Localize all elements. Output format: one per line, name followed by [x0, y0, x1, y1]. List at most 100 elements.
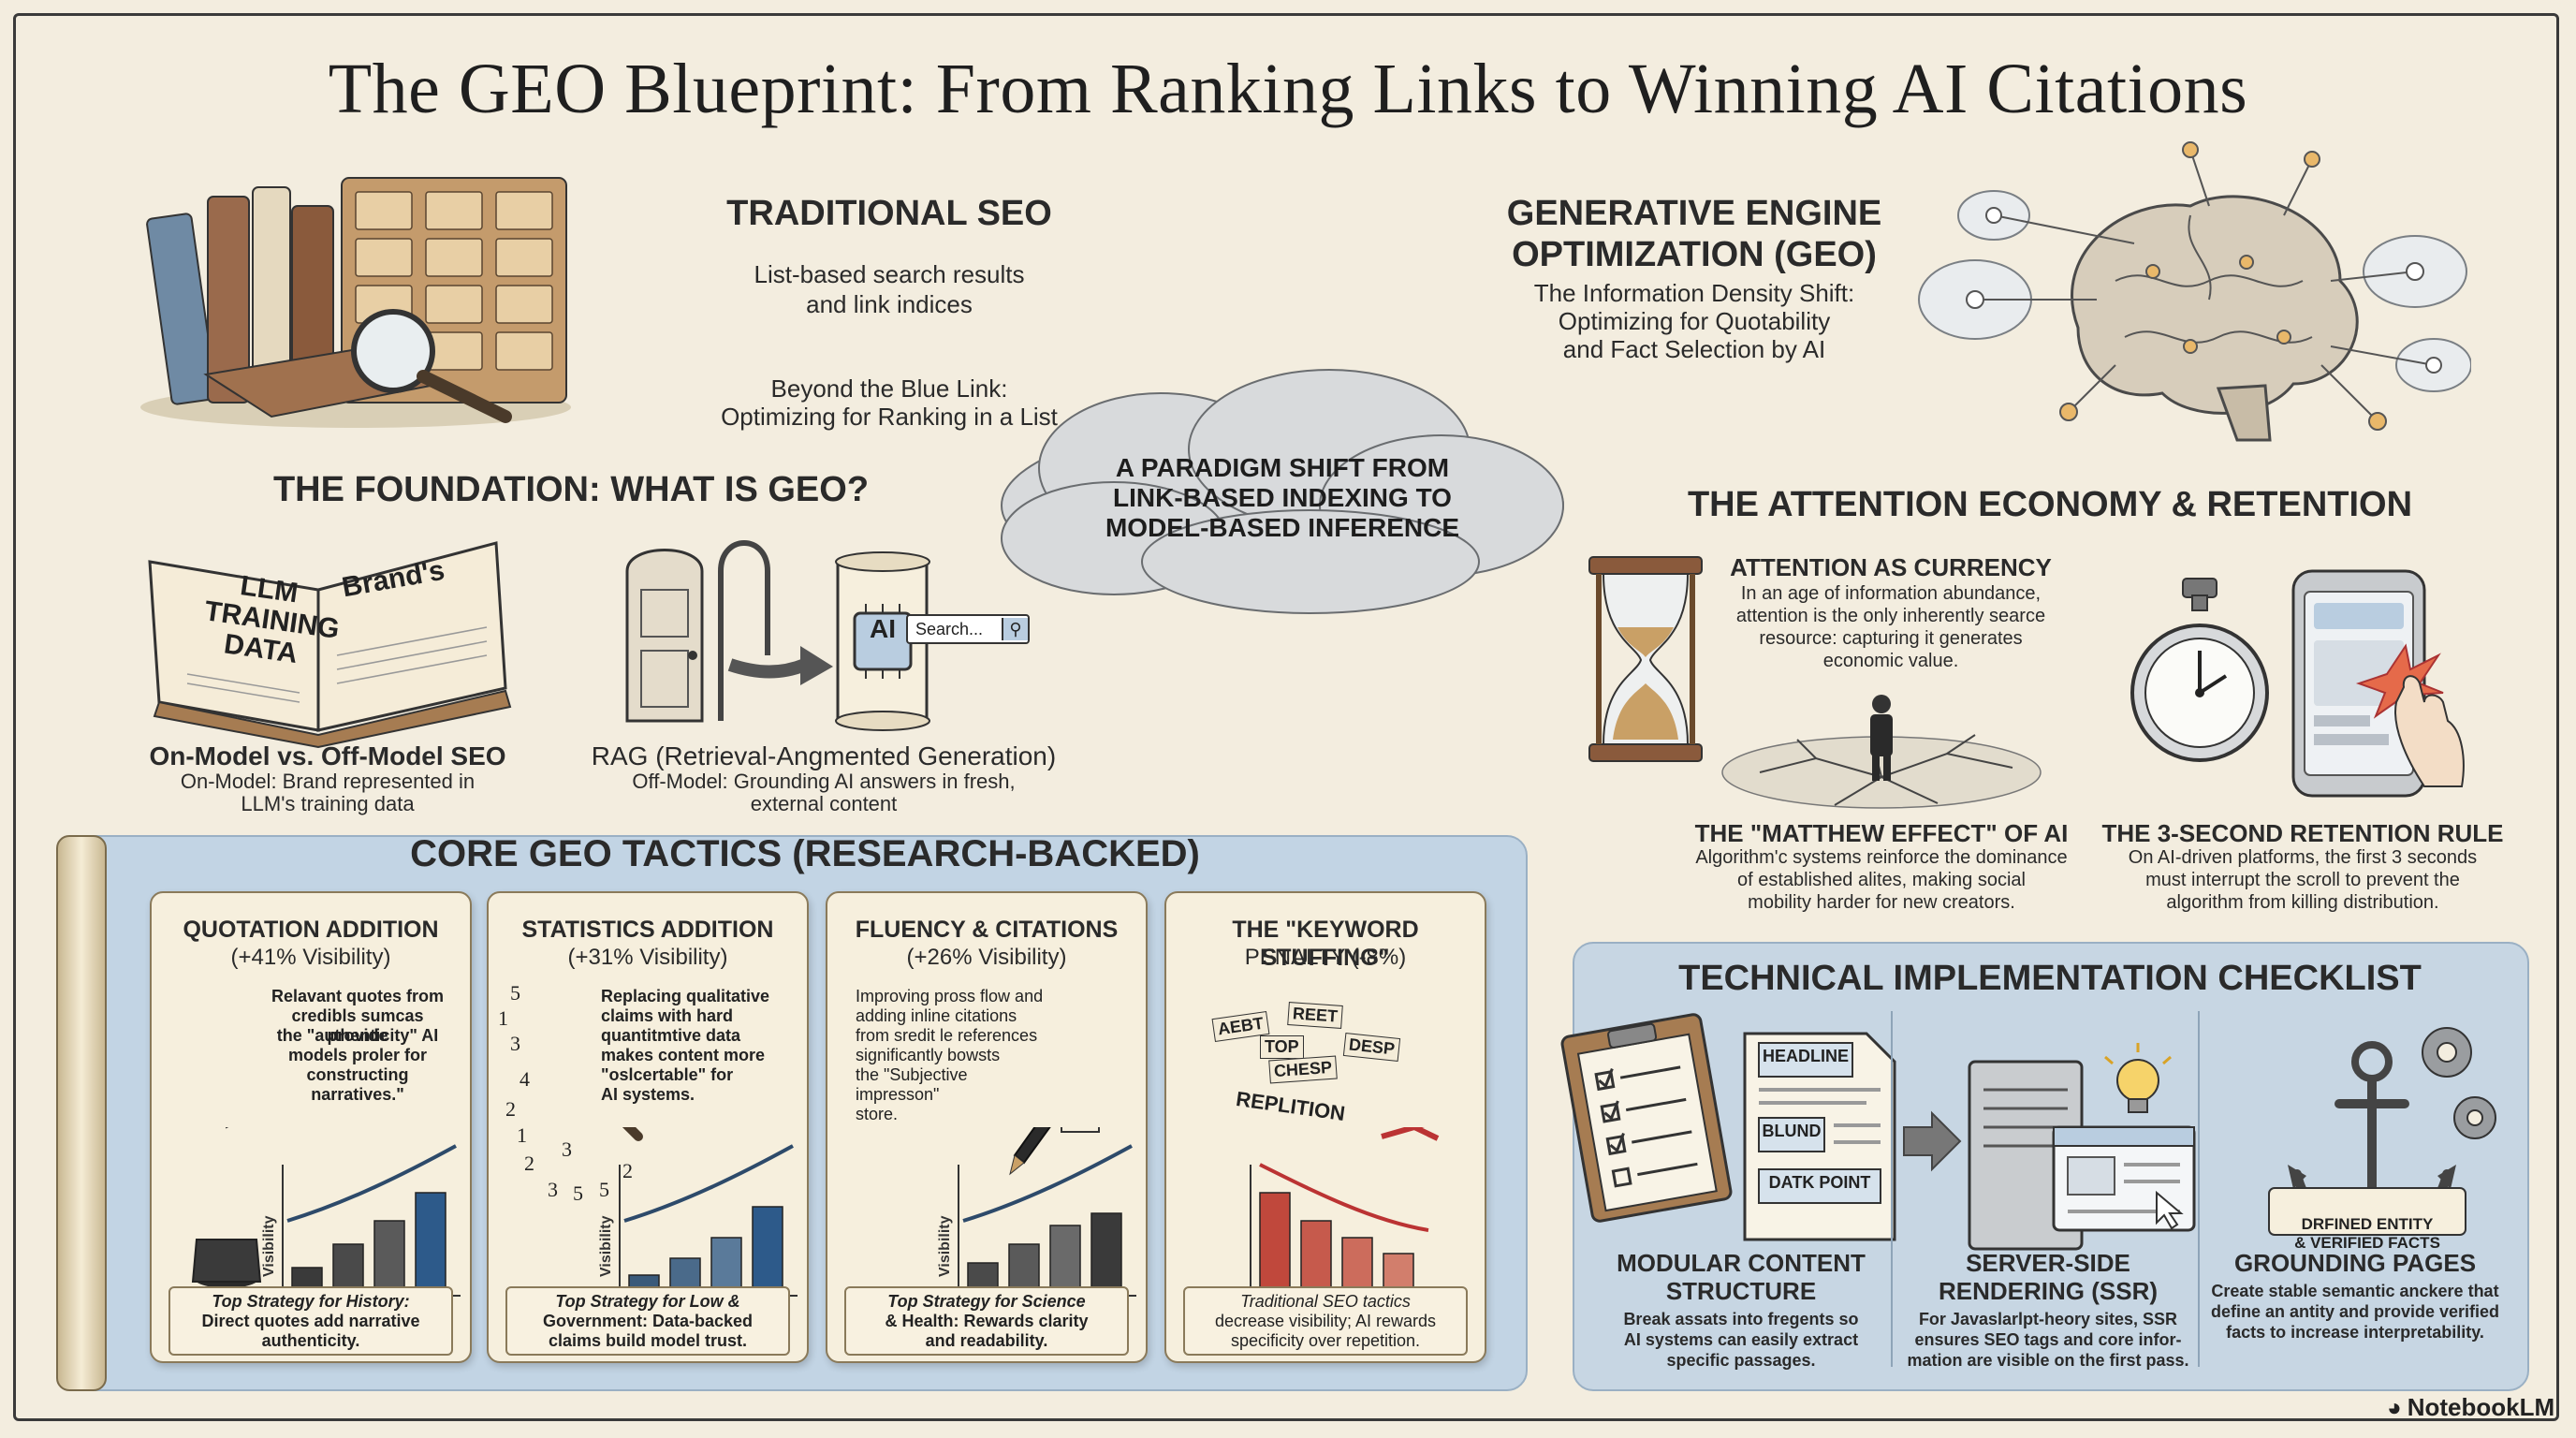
keyword-tag: REPLITION — [1234, 1086, 1347, 1126]
tactic-body-line: claims with hard — [601, 1006, 734, 1025]
rule-text-2: must interrupt the scroll to prevent the — [2145, 870, 2460, 890]
tactic-title-1: QUOTATION ADDITION — [183, 917, 439, 943]
checklist-title-1: GROUNDING PAGES — [2233, 1249, 2477, 1277]
search-bar[interactable]: Search... ⚲ — [906, 614, 1030, 644]
matthew-text-1: Algorithm'c systems reinforce the domina… — [1695, 847, 2068, 868]
foundation-heading: THE FOUNDATION: WHAT IS GEO? — [272, 470, 870, 509]
tactic-body-line: adding inline citations — [856, 1006, 1017, 1025]
hourglass-icon — [1588, 556, 1703, 762]
visibility-bar — [1049, 1225, 1081, 1297]
chart-axis-label: Visibility — [598, 1215, 614, 1277]
tactic-body-line: "oslcertable" for — [601, 1065, 734, 1084]
brand-badge: ◕ NotebookLM — [2387, 1393, 2554, 1422]
stat-number: 3 — [562, 1137, 572, 1161]
tactic-body-line: impresson" — [856, 1085, 940, 1104]
stat-number: 1 — [498, 1006, 508, 1030]
visibility-bar — [1341, 1237, 1373, 1297]
visibility-bar — [415, 1192, 446, 1297]
visibility-bar — [1090, 1212, 1122, 1297]
tactic-body-line: constructing narratives." — [306, 1065, 409, 1104]
search-icon[interactable]: ⚲ — [1002, 618, 1028, 640]
stat-number: 2 — [524, 1152, 534, 1175]
stat-number: 5 — [510, 981, 520, 1005]
keyword-tag: REET — [1287, 1002, 1343, 1029]
tactic-caption: Top Strategy for History:Direct quotes a… — [168, 1286, 453, 1356]
checklist-text-line: facts to increase interpretability. — [2226, 1323, 2484, 1342]
tactic-caption-line: Top Strategy for History: — [212, 1292, 410, 1311]
rule-text-3: algorithm from killing distribution. — [2166, 892, 2439, 913]
rag-text-1: Off-Model: Grounding AI answers in fresh… — [632, 770, 1016, 793]
tactic-caption-line: specificity over repetition. — [1230, 1331, 1421, 1350]
visibility-bar — [373, 1220, 405, 1297]
geo-heading-1: GENERATIVE ENGINE — [1506, 194, 1882, 233]
currency-text-2: attention is the only inherently searce — [1735, 606, 2046, 626]
tactic-body-line: the "authenticity" AI — [276, 1026, 439, 1045]
tactic-caption-line: and readability. — [925, 1331, 1048, 1350]
keyword-tag: TOP — [1260, 1035, 1304, 1059]
rag-title: RAG (Retrieval-Angmented Generation) — [591, 741, 1057, 770]
tactic-body-line: Replacing qualitative — [601, 987, 770, 1005]
tactic-visibility-chart — [1250, 1127, 1440, 1297]
tactic-caption-line: Traditional SEO tactics — [1240, 1292, 1411, 1311]
stopwatch-icon — [2130, 578, 2269, 762]
attention-heading: THE ATTENTION ECONOMY & RETENTION — [1687, 485, 2413, 524]
stat-number: 2 — [505, 1097, 516, 1121]
cracked-ground-illustration — [1721, 695, 2042, 809]
checklist-title-2: STRUCTURE — [1665, 1277, 1817, 1305]
checklist-title-1: MODULAR CONTENT — [1617, 1249, 1866, 1277]
stat-number: 5 — [599, 1178, 609, 1201]
checklist-divider — [1891, 1011, 1893, 1367]
tactics-heading: CORE GEO TACTICS (RESEARCH-BACKED) — [410, 833, 1200, 874]
trend-arrow — [1259, 1163, 1429, 1232]
magnifier-chart-icon — [622, 1127, 643, 1141]
visibility-bar — [710, 1237, 742, 1297]
checklist-divider — [2198, 1011, 2200, 1367]
ai-brain-network-icon — [1918, 141, 2471, 442]
traditional-line-2: and link indices — [806, 290, 973, 318]
trend-arrow — [623, 1144, 794, 1223]
tactics-scroll-roll-left — [56, 835, 107, 1391]
tactic-body-line: models proler for — [287, 1046, 428, 1064]
checklist-text-line: Break assats into fregents so — [1623, 1310, 1859, 1328]
checklist-title-2: RENDERING (SSR) — [1938, 1277, 2158, 1305]
block-datk-point: DATK POINT — [1768, 1173, 1871, 1192]
page-frame — [13, 13, 2559, 1421]
tactic-caption-line: Government: Data-backed — [542, 1312, 754, 1330]
tactic-title-1: FLUENCY & CITATIONS — [855, 917, 1119, 943]
stat-number: 1 — [517, 1123, 527, 1147]
block-headline: HEADLINE — [1762, 1047, 1849, 1065]
tactic-card: STATISTICS ADDITION(+31% Visibility)Repl… — [487, 891, 809, 1363]
stat-number: 4 — [520, 1067, 530, 1091]
geo-line-2: Optimizing for Quotability — [1558, 307, 1831, 335]
quill-ink-icon — [191, 1127, 262, 1288]
rag-door-illustration — [625, 540, 930, 731]
tactic-body-line: credibls sumcas provide — [291, 1006, 424, 1045]
onmodel-text-1: On-Model: Brand represented in — [180, 770, 476, 793]
trend-arrow — [962, 1144, 1133, 1223]
geo-heading-2: OPTIMIZATION (GEO) — [1512, 235, 1877, 274]
rag-text-2: external content — [750, 792, 898, 815]
checklist-text-line: define an antity and provide verified — [2210, 1302, 2500, 1321]
tactic-body-line: the "Subjective — [856, 1065, 968, 1084]
chart-axis-label: Visibility — [937, 1215, 953, 1277]
tactic-caption-line: claims build model trust. — [548, 1331, 748, 1350]
rule-text-1: On AI-driven platforms, the first 3 seco… — [2128, 847, 2478, 868]
page-title: The GEO Blueprint: From Ranking Links to… — [328, 50, 2248, 128]
tactic-caption-line: Top Strategy for Low & — [555, 1292, 740, 1311]
traditional-seo-heading: TRADITIONAL SEO — [726, 194, 1052, 233]
visibility-bar — [1259, 1192, 1291, 1297]
visibility-bar — [1300, 1220, 1332, 1297]
currency-text-1: In an age of information abundance, — [1740, 583, 2042, 604]
tactic-caption-line: decrease visibility; AI rewards — [1214, 1312, 1437, 1330]
stat-number: 3 — [510, 1032, 520, 1055]
geo-line-1: The Information Density Shift: — [1533, 279, 1855, 307]
tactic-body-line: significantly bowsts — [856, 1046, 1001, 1064]
tactic-title-1: STATISTICS ADDITION — [521, 917, 774, 943]
checklist-text-line: For Javaslarlpt-heory sites, SSR — [1918, 1310, 2178, 1328]
cloud-line-3: MODEL-BASED INFERENCE — [1105, 513, 1459, 542]
traditional-sub-2: Optimizing for Ranking in a List — [721, 403, 1058, 431]
tactic-caption: Top Strategy for Low &Government: Data-b… — [505, 1286, 790, 1356]
notebooklm-logo-icon: ◕ — [2387, 1393, 2402, 1421]
